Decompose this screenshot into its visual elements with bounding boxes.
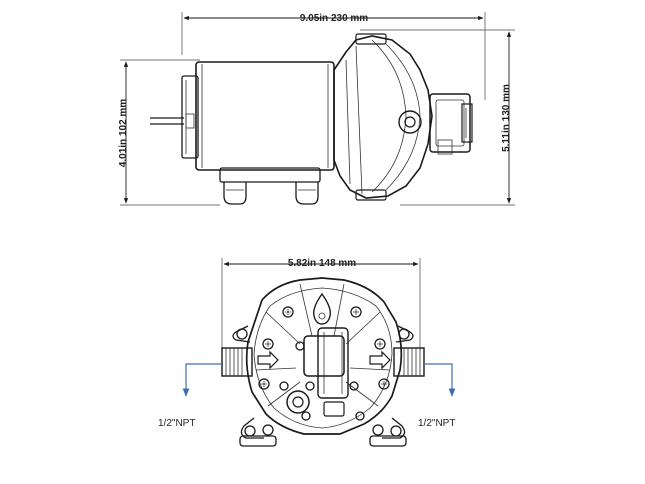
housing-screws [258, 306, 390, 421]
pressure-switch [429, 93, 471, 153]
foot-left [223, 182, 247, 205]
outlet-leader-arrow [424, 363, 456, 397]
overall-height-label: 5.11in 130 mm [501, 84, 512, 152]
outlet-port [393, 347, 425, 377]
drain-port [286, 390, 310, 414]
front-view: 5.82in 148 mm [158, 258, 456, 447]
pump-head-side [333, 33, 473, 201]
overall-length-label: 9.05in 230 mm [300, 13, 368, 24]
inlet-flow-arrow-icon [257, 350, 279, 370]
port-fitting-side [398, 110, 422, 134]
foot-right [295, 182, 319, 205]
motor-body [150, 61, 335, 171]
pump-head-front [221, 277, 425, 447]
front-feet [239, 435, 407, 447]
motor-height-label: 4.01in 102 mm [118, 99, 129, 167]
teardrop-marker-icon [312, 292, 332, 325]
outlet-flow-arrow-icon [369, 350, 391, 370]
inlet-port-size-label: 1/2"NPT [158, 418, 195, 429]
side-view: 9.05in 230 mm 4.01in 102 mm 5.11in 130 m… [118, 12, 515, 206]
outlet-port-size-label: 1/2"NPT [418, 418, 455, 429]
mounting-feet [219, 167, 321, 205]
inlet-port [221, 347, 253, 377]
head-width-label: 5.82in 148 mm [288, 258, 356, 269]
inlet-leader-arrow [182, 363, 222, 397]
